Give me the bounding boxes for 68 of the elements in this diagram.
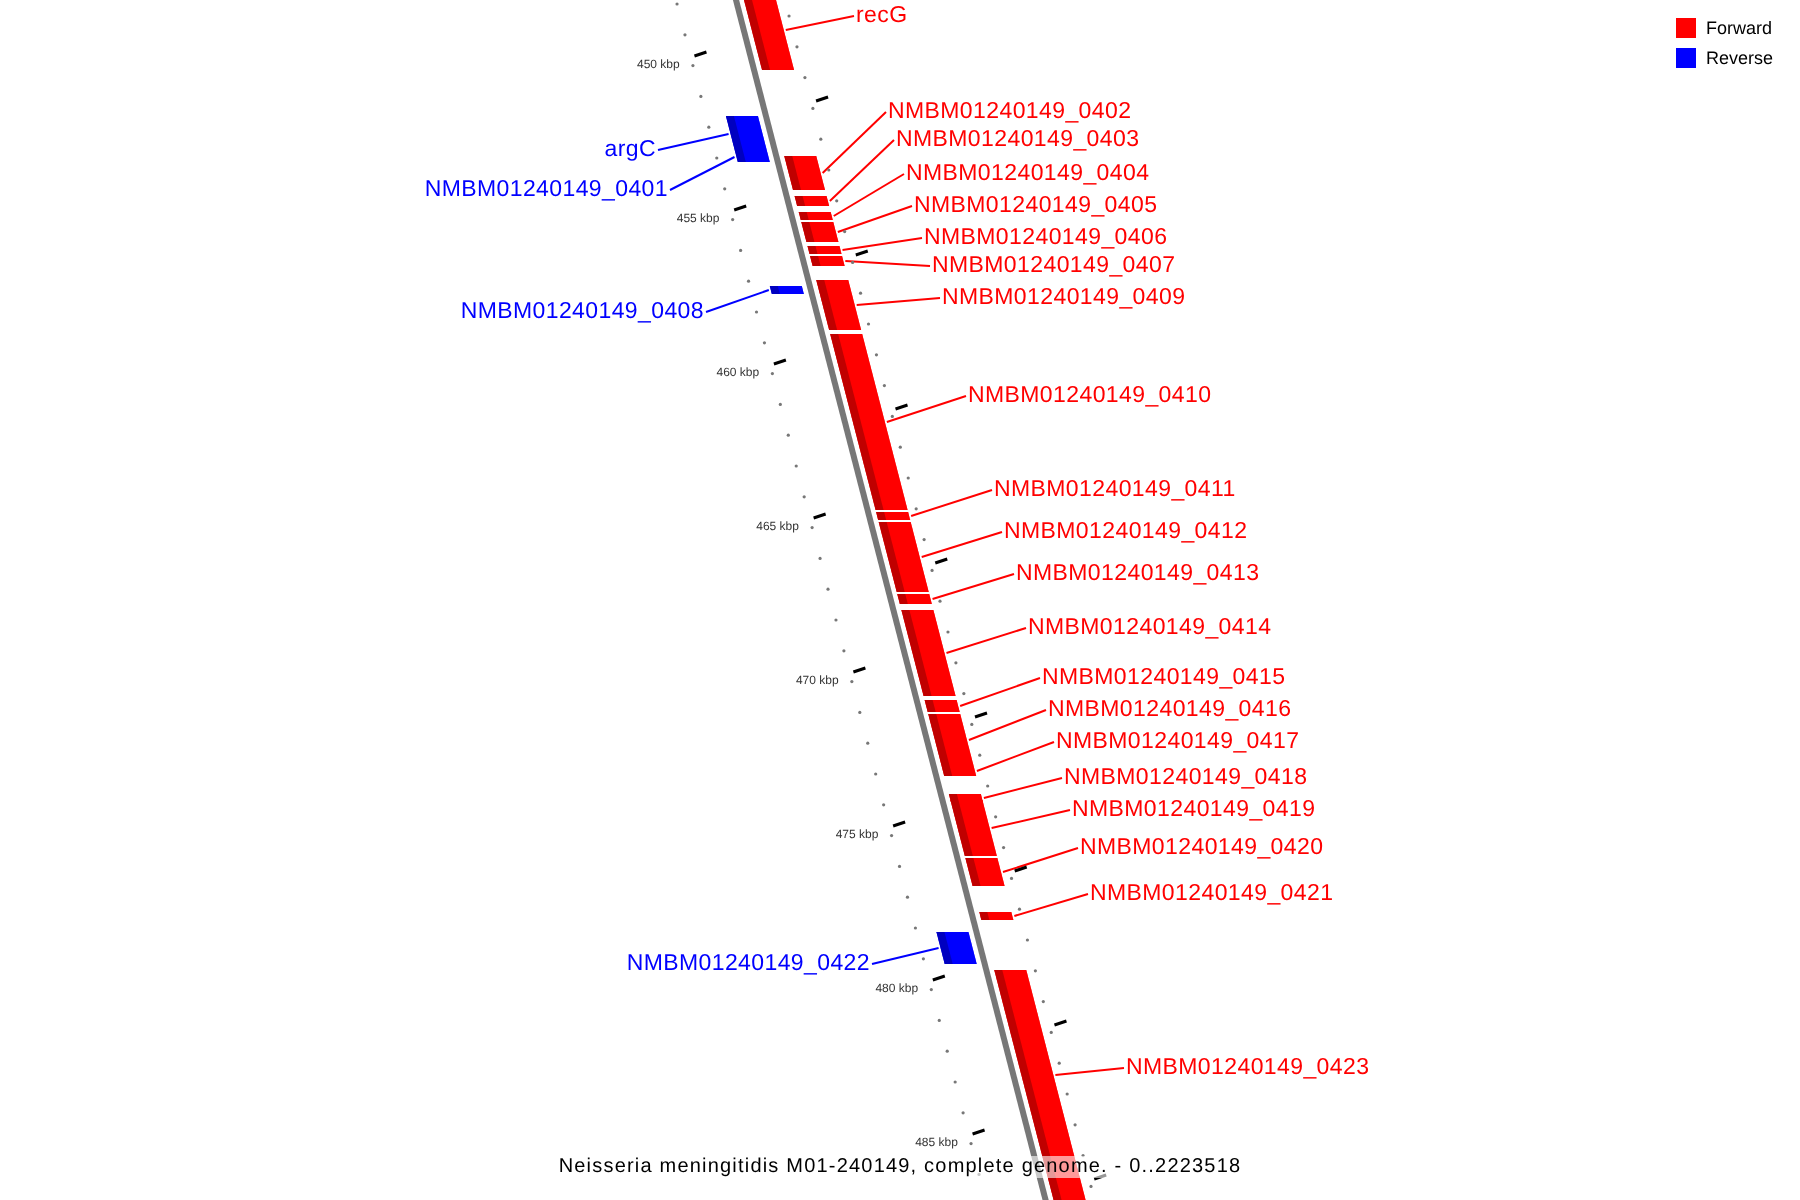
- gene-label: NMBM01240149_0416: [1048, 697, 1292, 723]
- gene-label: NMBM01240149_0417: [1056, 729, 1300, 755]
- leader-line: [931, 573, 1015, 600]
- gene-label: NMBM01240149_0402: [888, 99, 1132, 125]
- leader-line: [844, 260, 931, 267]
- gene-label: NMBM01240149_0411: [994, 477, 1236, 503]
- leader-line: [1013, 893, 1089, 917]
- legend-label: Forward: [1706, 18, 1773, 38]
- leader-line: [784, 15, 855, 31]
- caption: Neisseria meningitidis M01-240149, complete genome. - 0..2223518: [558, 1156, 1242, 1178]
- gene-block: [941, 766, 977, 776]
- gene-block: [965, 858, 1005, 886]
- leader-line: [832, 173, 905, 217]
- leader-line: [657, 133, 730, 151]
- gene-label: argC: [604, 137, 656, 163]
- gene-label: NMBM01240149_0419: [1072, 797, 1316, 823]
- gene-block: [816, 280, 862, 330]
- leader-line: [828, 139, 895, 202]
- gene-block: [798, 212, 833, 220]
- gene-label: NMBM01240149_0403: [896, 127, 1140, 153]
- leader-line: [990, 809, 1071, 829]
- gene-block: [979, 912, 1014, 920]
- gene-label: NMBM01240149_0414: [1028, 615, 1272, 641]
- gene-block: [769, 286, 804, 294]
- gene-label: NMBM01240149_0406: [924, 225, 1168, 251]
- gene-block: [794, 196, 830, 206]
- leader-line: [975, 741, 1055, 772]
- gene-label: NMBM01240149_0409: [942, 285, 1186, 311]
- leader-line: [959, 677, 1041, 707]
- gene-block: [784, 156, 825, 190]
- leader-line: [821, 111, 887, 174]
- leader-line: [841, 237, 923, 251]
- gene-label: NMBM01240149_0422: [626, 951, 870, 977]
- leader-line: [871, 947, 940, 965]
- gene-label: NMBM01240149_0408: [460, 299, 704, 325]
- gene-block: [897, 594, 932, 604]
- gene-label: NMBM01240149_0421: [1090, 881, 1334, 907]
- leader-line: [885, 395, 967, 423]
- gene-label: NMBM01240149_0420: [1080, 835, 1324, 861]
- gene-block: [741, 0, 795, 70]
- gene-block: [901, 610, 956, 696]
- gene-block: [936, 932, 977, 964]
- gene-label: NMBM01240149_0418: [1064, 765, 1308, 791]
- gene-label: NMBM01240149_0423: [1126, 1055, 1370, 1081]
- gene-block: [924, 700, 960, 712]
- leader-line: [836, 205, 913, 233]
- leader-line: [967, 709, 1047, 741]
- gene-label: NMBM01240149_0404: [906, 161, 1150, 187]
- gene-label: recG: [856, 3, 908, 29]
- leader-line: [705, 289, 770, 313]
- legend-label: Reverse: [1706, 48, 1774, 68]
- leader-line: [669, 156, 736, 191]
- leader-line: [855, 297, 941, 306]
- leader-line: [1054, 1067, 1125, 1076]
- gene-label: NMBM01240149_0410: [968, 383, 1212, 409]
- leader-line: [945, 627, 1027, 654]
- leader-line: [910, 489, 993, 517]
- leader-line: [982, 777, 1063, 799]
- gene-label: NMBM01240149_0405: [914, 193, 1158, 219]
- gene-label: NMBM01240149_0412: [1004, 519, 1248, 545]
- gene-label: NMBM01240149_0401: [424, 177, 668, 203]
- leader-line: [1002, 847, 1079, 873]
- gene-label: NMBM01240149_0415: [1042, 665, 1286, 691]
- gene-block: [735, 152, 770, 162]
- gene-block: [830, 334, 908, 510]
- gene-label: NMBM01240149_0413: [1016, 561, 1260, 587]
- gene-label: NMBM01240149_0407: [932, 253, 1176, 279]
- leader-line: [920, 531, 1003, 558]
